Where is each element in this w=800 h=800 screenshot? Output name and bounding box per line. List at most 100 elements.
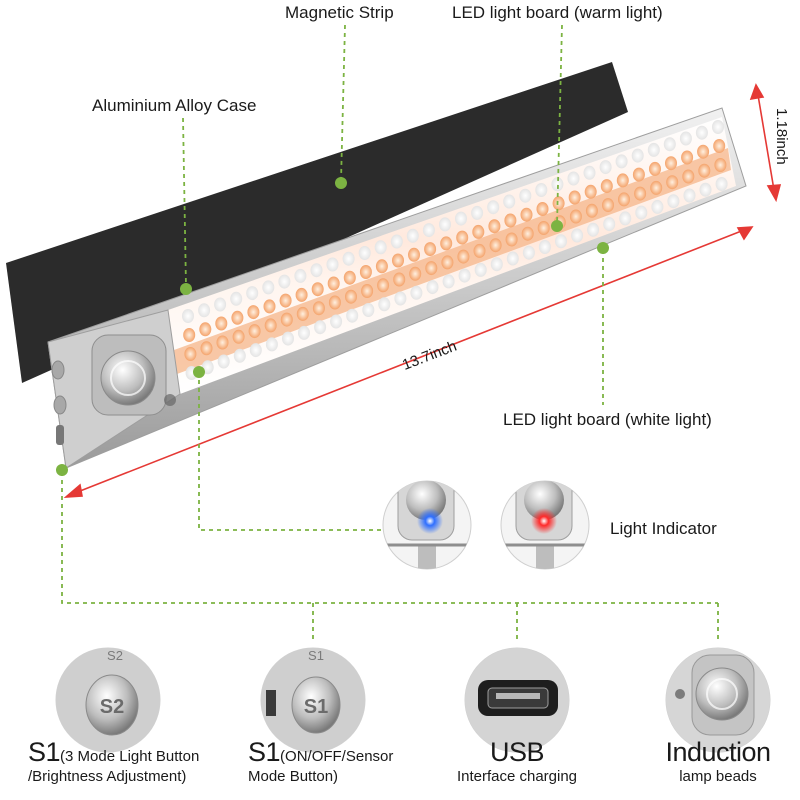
led-bead <box>489 238 502 253</box>
aluminium-case-label: Aluminium Alloy Case <box>92 96 257 115</box>
led-bead <box>585 203 598 218</box>
led-bead <box>472 224 485 239</box>
led-bead <box>504 213 517 228</box>
led-bead <box>455 211 467 226</box>
led-bead <box>345 289 357 304</box>
led-bead <box>280 312 293 327</box>
s1-button-icon: S1 S1 <box>260 647 366 753</box>
led-bead <box>699 182 712 197</box>
led-bead <box>426 280 439 295</box>
led-bead <box>199 322 212 337</box>
led-bead <box>587 222 600 237</box>
led-bead <box>535 183 548 197</box>
led-bead <box>392 253 404 268</box>
led-bead <box>410 285 423 300</box>
led-bead <box>602 198 614 213</box>
led-bead <box>474 262 487 277</box>
led-bead <box>666 175 679 190</box>
s2-button-text: S2 <box>100 696 124 718</box>
led-bead <box>264 318 277 333</box>
led-bead <box>647 142 660 157</box>
led-bead <box>378 297 391 312</box>
led-bead <box>217 354 230 369</box>
led-bead <box>551 177 564 192</box>
led-bead <box>327 276 340 291</box>
led-bead <box>279 293 292 308</box>
magnetic-strip-label: Magnetic Strip <box>285 3 394 22</box>
usb-caption: USB Interface charging <box>452 737 582 785</box>
dimension-arrows <box>63 83 782 498</box>
led-bead <box>568 190 581 205</box>
led-bead <box>697 144 710 159</box>
led-bead <box>567 171 580 186</box>
led-bead <box>214 297 227 312</box>
led-bead <box>330 314 343 329</box>
led-bead <box>198 303 211 318</box>
led-bead <box>618 192 630 207</box>
led-bead <box>215 316 228 331</box>
led-bead <box>667 194 680 209</box>
led-bead <box>490 257 503 272</box>
led-bead <box>362 303 375 317</box>
led-bead <box>390 234 403 249</box>
led-bead <box>314 320 327 335</box>
s2-caption-title: S1 <box>28 737 61 767</box>
led-bead <box>312 301 325 316</box>
led-bead <box>522 245 535 260</box>
led-bead <box>631 148 644 163</box>
usb-caption-title: USB <box>489 737 545 767</box>
led-bead <box>282 331 294 346</box>
led-bead <box>328 295 341 310</box>
led-bead <box>182 309 194 323</box>
led-bead <box>346 308 359 323</box>
led-bead <box>650 180 663 195</box>
s1-caption: S1(ON/OFF/Sensor Mode Button) <box>248 737 393 785</box>
s1-button-text: S1 <box>304 696 328 718</box>
led-bead <box>616 173 629 188</box>
led-bead <box>471 205 484 220</box>
led-warm-label: LED light board (warm light) <box>452 3 663 22</box>
induction-caption-subtitle: lamp beads <box>679 768 757 785</box>
led-bead <box>232 329 245 344</box>
led-bead <box>519 188 532 203</box>
led-bead <box>359 265 372 279</box>
led-bead <box>714 158 727 172</box>
led-bead <box>409 266 422 281</box>
led-bead <box>343 270 356 285</box>
led-bead <box>536 202 549 216</box>
led-bead <box>712 120 724 134</box>
led-bead <box>246 286 259 301</box>
led-bead <box>615 154 628 169</box>
led-bead <box>262 280 275 295</box>
led-bead <box>247 305 260 320</box>
led-bead <box>599 160 612 175</box>
led-bead <box>683 188 696 203</box>
led-bead <box>520 207 533 222</box>
end-cap <box>47 309 181 469</box>
s1-caption-suffix: (ON/OFF/Sensor <box>280 748 394 765</box>
led-bead <box>298 325 310 340</box>
led-bead <box>342 251 355 266</box>
induction-caption: Induction lamp beads <box>650 737 786 785</box>
led-bead <box>439 217 451 232</box>
led-bead <box>679 131 692 146</box>
led-bead <box>600 179 613 194</box>
led-bead <box>503 194 516 209</box>
led-bead <box>682 169 695 184</box>
pir-sensor-icon <box>665 647 771 753</box>
led-bead <box>200 341 213 356</box>
led-bead <box>715 177 728 191</box>
led-bead <box>377 278 390 293</box>
led-bead <box>296 306 309 321</box>
led-bead <box>698 163 711 178</box>
led-bead <box>394 291 407 306</box>
led-bead <box>505 232 518 247</box>
led-bead <box>695 125 708 140</box>
led-bead <box>634 186 647 201</box>
s1-caption-title: S1 <box>248 737 281 767</box>
led-bead <box>663 137 676 152</box>
led-bead <box>231 310 244 325</box>
led-bead <box>295 287 308 302</box>
led-bead <box>374 240 387 255</box>
